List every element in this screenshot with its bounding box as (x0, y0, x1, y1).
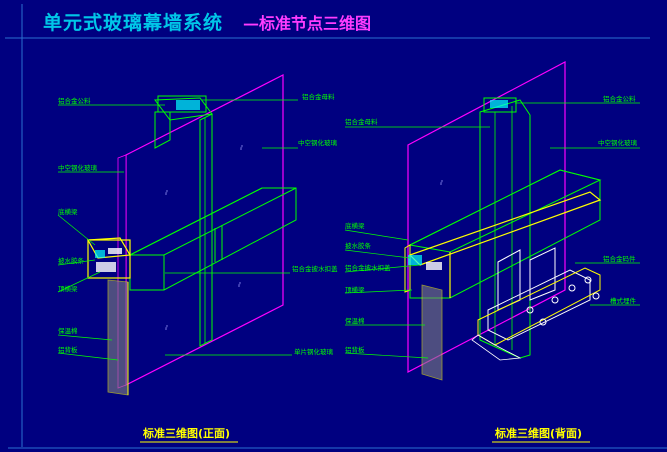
label-left-insulated-glass-right: 中空钢化玻璃 (298, 138, 338, 147)
label-left-back-panel: 铝背板 (58, 345, 78, 354)
svg-text:⫽: ⫽ (439, 179, 443, 187)
right-labels (344, 102, 640, 359)
label-right-bracket: 铝合金码件 (603, 254, 636, 263)
label-right-back-panel: 铝背板 (345, 345, 365, 354)
left-label-texts: 铝合金公料 中空钢化玻璃 底横梁 披水胶条 顶横梁 保温棉 铝背板 铝合金母料 … (58, 92, 338, 356)
label-left-drainage-gasket: 披水胶条 (58, 256, 85, 265)
label-right-drainage-gasket: 披水胶条 (345, 241, 372, 250)
label-left-single-glass: 单片钢化玻璃 (294, 347, 334, 356)
right-glass-panel (407, 61, 566, 373)
diagram-title: 单元式玻璃幕墙系统 (43, 12, 224, 34)
label-left-bottom-transom: 底横梁 (58, 207, 78, 216)
right-view-caption: 标准三维图(背面) (494, 426, 582, 440)
label-right-top-transom: 顶横梁 (345, 285, 365, 294)
label-right-insulation: 保温棉 (345, 316, 365, 325)
title-frame (5, 4, 667, 449)
diagram-subtitle: —标准节点三维图 (243, 14, 372, 33)
label-left-insulation: 保温棉 (58, 326, 78, 335)
left-view-caption: 标准三维图(正面) (142, 426, 230, 440)
left-view-drawing: ⫽ ⫽ ⫽ ⫽ (87, 74, 297, 396)
label-right-bottom-transom: 底横梁 (345, 221, 365, 230)
right-mullion (479, 99, 531, 359)
left-glass-panel (125, 74, 284, 386)
label-right-aluminum-female: 铝合金母料 (345, 117, 378, 126)
label-right-drainage-cover: 铝合金披水扣盖 (345, 263, 391, 272)
svg-text:⫽: ⫽ (164, 324, 168, 332)
label-left-drainage-cover: 铝合金披水扣盖 (292, 264, 338, 273)
left-labels (57, 99, 298, 361)
svg-text:⫽: ⫽ (239, 144, 243, 152)
label-left-aluminum-male: 铝合金公料 (58, 96, 91, 105)
label-right-aluminum-male: 铝合金公料 (603, 94, 636, 103)
right-label-texts: 铝合金母料 底横梁 披水胶条 铝合金披水扣盖 顶横梁 保温棉 铝背板 铝合金公料… (345, 94, 638, 354)
label-left-aluminum-female: 铝合金母料 (302, 92, 335, 101)
svg-text:⫽: ⫽ (164, 189, 168, 197)
label-left-insulated-glass: 中空钢化玻璃 (58, 163, 98, 172)
right-view-drawing: ⫽ (404, 61, 602, 381)
label-left-top-transom: 顶横梁 (58, 284, 78, 293)
svg-text:⫽: ⫽ (237, 281, 241, 289)
label-right-insulated-glass: 中空钢化玻璃 (598, 138, 638, 147)
label-right-embed-channel: 槽式埋件 (610, 296, 637, 305)
